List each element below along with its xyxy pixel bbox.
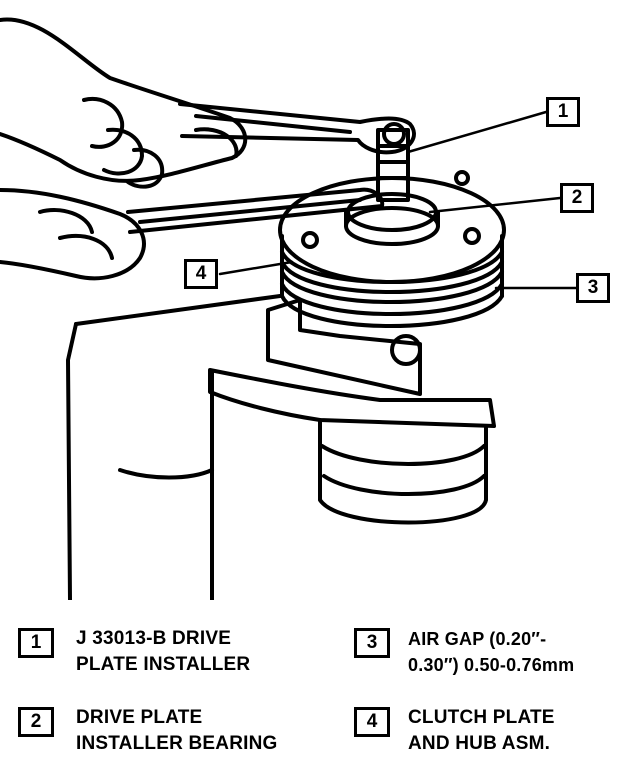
legend-num: 1 <box>18 628 54 658</box>
compressor-body <box>208 298 496 525</box>
legend-text: DRIVE PLATE INSTALLER BEARING <box>76 705 278 757</box>
callout-3: 3 <box>576 273 610 303</box>
legend-item-4: 4 CLUTCH PLATE AND HUB ASM. <box>354 705 555 757</box>
callout-4: 4 <box>184 259 218 289</box>
legend-line: AND HUB ASM. <box>408 733 551 754</box>
lower-hand <box>0 188 146 281</box>
legend-line: CLUTCH PLATE <box>408 707 555 728</box>
callout-1: 1 <box>546 97 580 127</box>
legend-text: J 33013-B DRIVE PLATE INSTALLER <box>76 626 250 678</box>
legend-line: 0.30″) 0.50-0.76mm <box>408 655 575 675</box>
mounting-arm <box>66 294 282 600</box>
compressor-clutch-illustration <box>0 17 578 600</box>
legend-text: AIR GAP (0.20″- 0.30″) 0.50-0.76mm <box>408 626 574 678</box>
upper-hand <box>0 17 248 189</box>
clutch-pulley <box>278 170 506 328</box>
legend-item-3: 3 AIR GAP (0.20″- 0.30″) 0.50-0.76mm <box>354 626 574 678</box>
legend-item-1: 1 J 33013-B DRIVE PLATE INSTALLER <box>18 626 250 678</box>
legend-item-2: 2 DRIVE PLATE INSTALLER BEARING <box>18 705 278 757</box>
legend-line: J 33013-B DRIVE <box>76 628 232 649</box>
legend-num: 3 <box>354 628 390 658</box>
legend-line: AIR GAP (0.20″- <box>408 629 547 649</box>
leader-lines <box>218 110 578 290</box>
legend-line: INSTALLER BEARING <box>76 733 278 754</box>
legend-line: DRIVE PLATE <box>76 707 203 728</box>
legend-num: 4 <box>354 707 390 737</box>
legend-num: 2 <box>18 707 54 737</box>
callout-2: 2 <box>560 183 594 213</box>
legend-text: CLUTCH PLATE AND HUB ASM. <box>408 705 555 757</box>
legend-line: PLATE INSTALLER <box>76 654 251 675</box>
